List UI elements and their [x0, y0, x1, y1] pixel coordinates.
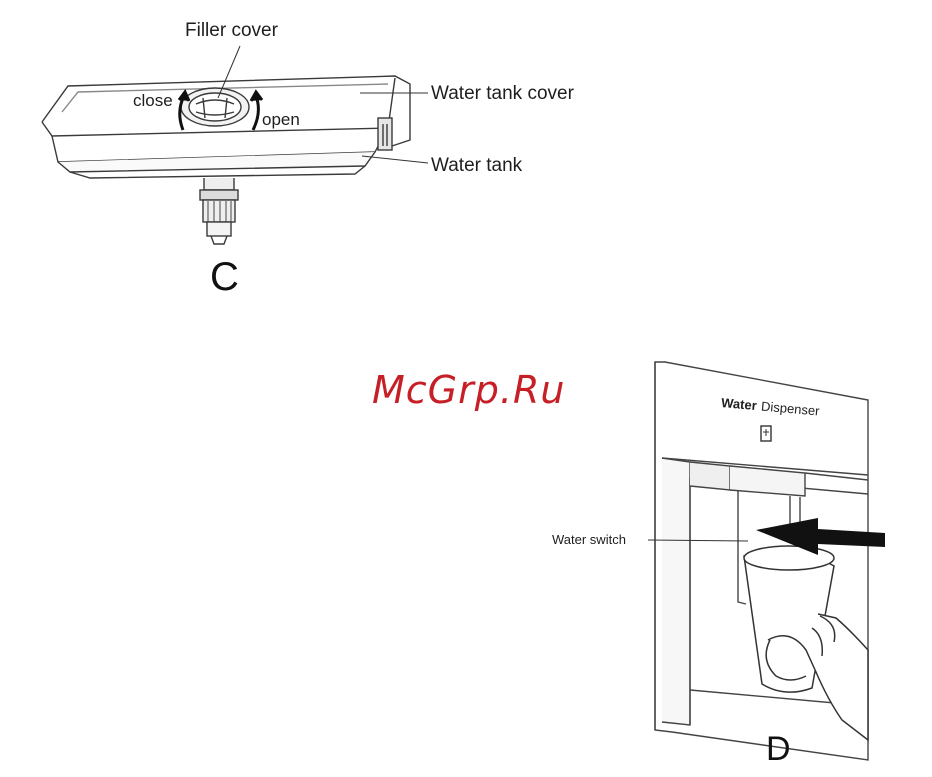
panel-title-bold: Water: [721, 395, 758, 413]
open-arrow-icon: [251, 92, 262, 130]
water-tank-cover-label: Water tank cover: [431, 83, 574, 105]
figure-d-letter: D: [766, 730, 791, 769]
watermark: McGrp.Ru: [372, 368, 565, 412]
close-label: close: [133, 91, 173, 111]
water-tank-label: Water tank: [431, 155, 522, 177]
figure-c-letter: C: [210, 255, 239, 300]
open-label: open: [262, 110, 300, 130]
water-switch-label: Water switch: [552, 532, 626, 547]
leader-lines-c: [218, 46, 428, 163]
panel-title-rest: Dispenser: [761, 398, 821, 418]
water-tank-drawing: [42, 76, 410, 244]
filler-cover-label: Filler cover: [185, 20, 278, 42]
